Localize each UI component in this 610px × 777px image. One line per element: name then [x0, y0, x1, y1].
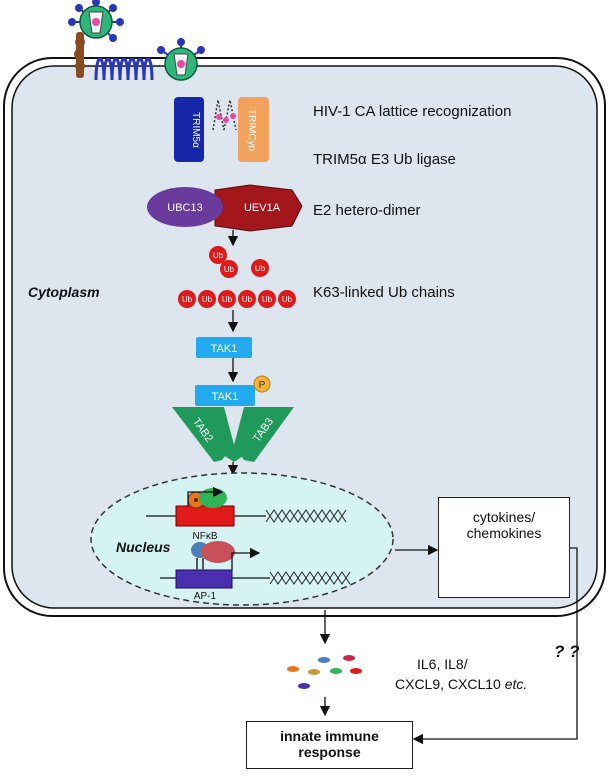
cytokines-box: cytokines/ chemokines	[438, 497, 570, 598]
secreted-dots	[287, 655, 362, 689]
ap1-gene	[160, 541, 351, 589]
free-ubiquitin: Ub Ub Ub	[209, 246, 269, 278]
phospho-label: P	[259, 380, 266, 391]
svg-text:Ub: Ub	[242, 295, 253, 304]
tak1-label: TAK1	[211, 343, 238, 355]
innate-label-line2: response	[298, 744, 361, 760]
trimcyp-protein: TRIMCyp	[238, 97, 269, 162]
capsid-lattice-icon	[212, 99, 237, 131]
phospho-badge	[253, 375, 271, 393]
svg-text:Ub: Ub	[213, 251, 224, 260]
svg-text:Ub: Ub	[182, 295, 193, 304]
secreted-label-names: CXCL9, CXCL10	[395, 676, 505, 692]
unknown-marker: ? ?	[554, 642, 580, 661]
svg-text:Ub: Ub	[222, 295, 233, 304]
tak1-active-label: TAK1	[212, 391, 239, 403]
tak1-active-protein	[195, 385, 255, 406]
label-e2-dimer: E2 hetero-dimer	[313, 202, 421, 219]
virus-icon	[68, 0, 124, 42]
label-k63-chains: K63-linked Ub chains	[313, 284, 455, 301]
ubc13-label: UBC13	[167, 202, 202, 214]
svg-text:Ub: Ub	[255, 264, 266, 273]
receptor-icon	[94, 57, 154, 81]
innate-label-line1: innate immune	[280, 728, 379, 744]
ap1-label: AP-1	[194, 591, 217, 602]
cytokines-label-line1: cytokines/	[472, 509, 536, 525]
nucleus-label: Nucleus	[116, 539, 171, 555]
membrane-anchor-icon	[74, 32, 85, 78]
label-ca-recognition: HIV-1 CA lattice recognization	[313, 103, 512, 120]
svg-text:TRIM5α: TRIM5α	[190, 112, 201, 148]
tab-complex	[172, 407, 294, 462]
ubc13-protein	[147, 187, 223, 227]
nfkb-label: NFκB	[193, 531, 218, 542]
svg-text:TRIMCyp: TRIMCyp	[246, 109, 257, 152]
nfkb-gene	[146, 486, 347, 527]
svg-text:Ub: Ub	[262, 295, 273, 304]
k63-ub-chain: Ub Ub Ub Ub Ub Ub	[178, 290, 296, 308]
virus-icon	[157, 38, 205, 81]
secreted-label-line1: IL6, IL8/	[417, 656, 468, 672]
svg-text:Ub: Ub	[202, 295, 213, 304]
cytoplasm-label: Cytoplasm	[28, 284, 100, 300]
secreted-label-line2: CXCL9, CXCL10 etc.	[395, 676, 527, 692]
label-e3-ligase: TRIM5α E3 Ub ligase	[313, 151, 456, 168]
arrow	[412, 547, 578, 745]
svg-text:Ub: Ub	[224, 265, 235, 274]
cytokines-label-line2: chemokines	[466, 525, 542, 541]
innate-response-box: innate immune response	[246, 721, 413, 769]
tak1-protein	[196, 337, 252, 358]
uev1a-protein	[214, 184, 303, 232]
trim5a-protein: TRIM5α	[174, 97, 204, 162]
svg-text:Ub: Ub	[282, 295, 293, 304]
secreted-label-etc: etc.	[504, 676, 528, 692]
uev1a-label: UEV1A	[244, 202, 281, 214]
